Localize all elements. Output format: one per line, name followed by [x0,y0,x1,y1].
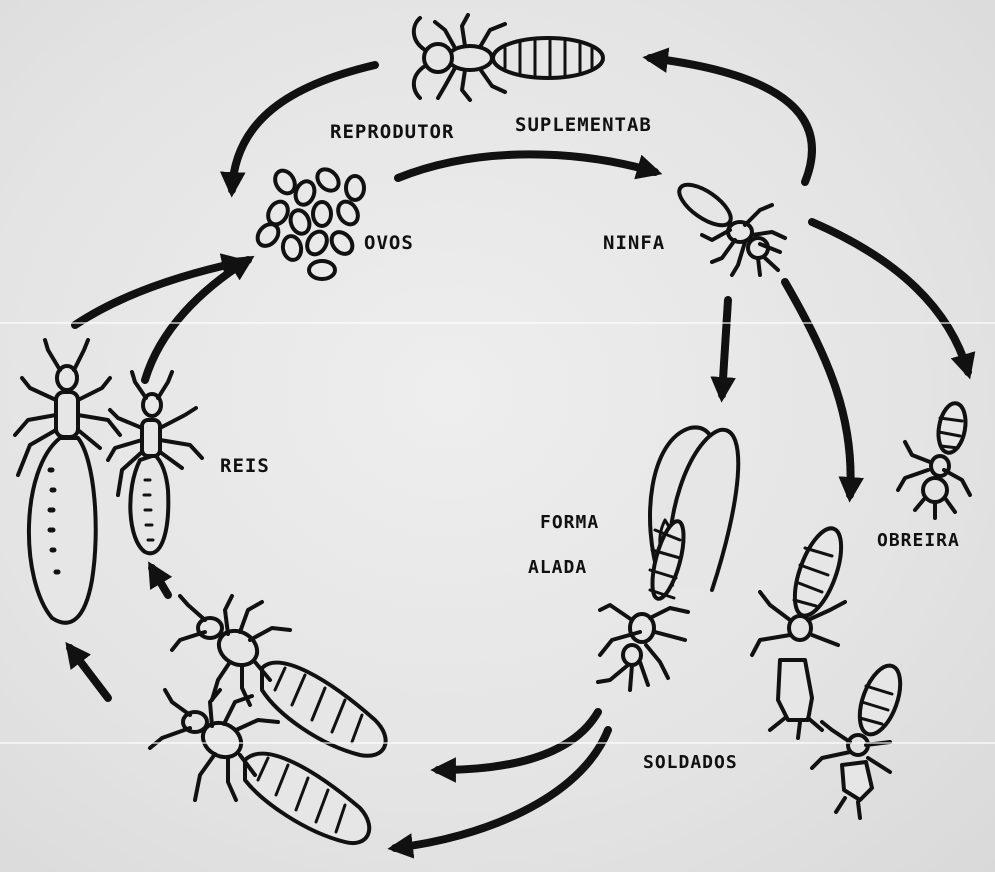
arrow-dealates-to-rainha [70,648,108,698]
soldier-icon [812,660,908,818]
queen-icon [15,340,120,623]
arrow-forma-alada-to-dealates-2 [395,730,608,848]
arrow-rei-to-ovos [145,260,248,380]
label-forma: FORMA [540,512,599,533]
eggs-icon [253,165,364,279]
label-obreira: OBREIRA [877,530,960,551]
arrow-forma-alada-to-dealates-1 [438,712,598,770]
arrow-ninfa-to-reprodutor [650,58,812,182]
label-suplementar: SUPLEMENTAB [515,114,652,136]
label-ninfa: NINFA [603,232,665,254]
nymph-icon [673,177,785,275]
label-ovos: OVOS [364,232,414,254]
scan-line [0,742,995,744]
soldier-icon [752,523,851,738]
arrow-ninfa-to-obreira [812,222,968,372]
arrow-ovos-to-ninfa [398,154,655,178]
label-reis: REIS [220,455,270,477]
label-alada: ALADA [528,557,587,578]
termite-reproductor-icon [414,15,603,100]
arrow-rainha-to-ovos [75,262,240,325]
arrow-ninfa-to-soldados [785,282,851,495]
scan-line [0,322,995,324]
arrow-dealates-to-rei [152,568,168,595]
worker-icon [898,401,970,518]
label-reprodutor: REPRODUTOR [330,121,454,143]
winged-form-icon [598,427,738,690]
king-icon [108,372,202,553]
label-soldados: SOLDADOS [643,752,738,773]
arrow-ninfa-to-forma-alada [722,300,728,395]
